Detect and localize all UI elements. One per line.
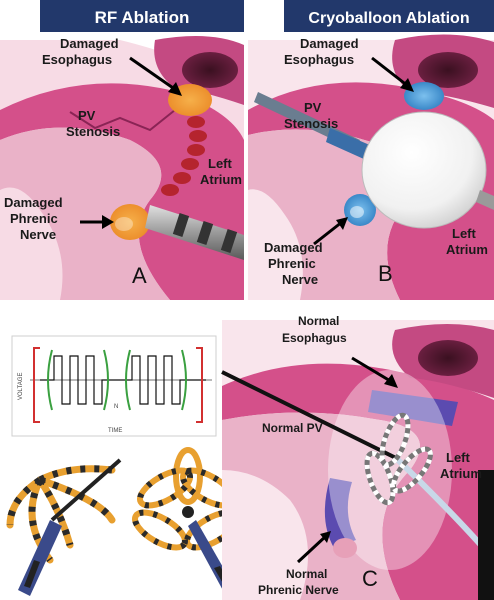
packet-bracket-4 xyxy=(181,349,187,411)
label-pv-a-2: Stenosis xyxy=(66,124,120,139)
flower-hub xyxy=(182,506,194,518)
esophagus-lumen-b xyxy=(418,52,478,88)
pulmonary-vein-lumen xyxy=(0,127,170,300)
esophagus-lumen-a xyxy=(182,52,238,88)
ablation-lesions xyxy=(161,116,207,196)
label-left-atrium-b-2: Atrium xyxy=(446,242,488,257)
label-damaged-esophagus-b-1: Damaged xyxy=(300,36,359,51)
pulmonary-vein-lumen-c xyxy=(222,412,420,600)
label-normal-pv: Normal PV xyxy=(262,421,323,435)
phrenic-nerve-c xyxy=(333,538,357,558)
train-bracket-right xyxy=(196,347,203,423)
panel-b-header: Cryoballoon Ablation xyxy=(308,10,469,27)
label-left-atrium-c-1: Left xyxy=(446,450,471,465)
label-pv-b-1: PV xyxy=(304,100,322,115)
label-phrenic-b-3: Nerve xyxy=(282,272,318,287)
panel-a-header: RF Ablation xyxy=(95,8,190,27)
label-left-atrium-a-1: Left xyxy=(208,156,233,171)
arrow-esophagus-a xyxy=(129,56,177,92)
panel-a-letter: A xyxy=(132,263,147,288)
panel-c-letter: C xyxy=(362,566,378,591)
atrial-wall-c xyxy=(222,363,494,600)
panel-c-edge xyxy=(478,470,494,600)
train-bracket-left xyxy=(33,347,40,423)
basket-shaft xyxy=(50,458,122,522)
phrenic-band xyxy=(324,478,356,548)
label-left-atrium-a-2: Atrium xyxy=(200,172,242,187)
label-damaged-esophagus-b-2: Esophagus xyxy=(284,52,354,67)
label-left-atrium-c-2: Atrium xyxy=(440,466,482,481)
label-damaged-esophagus-a-1: Damaged xyxy=(60,36,119,51)
pfa-catheter xyxy=(221,370,397,460)
stenosis-wall xyxy=(69,109,176,132)
arrow-esophagus-b xyxy=(371,56,409,88)
label-phrenic-b-1: Damaged xyxy=(264,240,323,255)
panel-a-header-bg xyxy=(40,0,244,32)
rf-catheter xyxy=(145,205,244,260)
phrenic-lesion-a xyxy=(110,204,150,240)
packet-bracket-3 xyxy=(125,349,131,411)
waveform-xlabel: TIME xyxy=(108,428,122,434)
atrial-wall xyxy=(0,83,244,300)
label-normal-esophagus-1: Normal xyxy=(298,314,339,328)
label-pv-b-2: Stenosis xyxy=(284,116,338,131)
esophagus-band xyxy=(368,390,458,426)
label-pv-a-1: PV xyxy=(78,108,96,123)
waveform-marker: N xyxy=(114,404,118,410)
panel-b-letter: B xyxy=(378,261,393,286)
esophagus-lesion-b xyxy=(404,82,444,110)
packet-bracket-1 xyxy=(47,349,53,411)
cryoballoon xyxy=(361,111,487,229)
basket-catheter-photo xyxy=(6,458,122,596)
waveform-ylabel: VOLTAGE xyxy=(18,373,24,400)
arrow-phrenic-c xyxy=(296,534,328,564)
esophagus-lumen-c xyxy=(418,340,478,376)
label-normal-phrenic-2: Phrenic Nerve xyxy=(258,583,339,597)
arrow-phrenic-b xyxy=(313,220,343,246)
label-normal-phrenic-1: Normal xyxy=(286,567,327,581)
label-phrenic-a-3: Nerve xyxy=(20,227,56,242)
biphasic-pulse-train xyxy=(40,355,206,405)
label-normal-esophagus-2: Esophagus xyxy=(282,331,347,345)
waveform-inset: VOLTAGE TIME N xyxy=(11,335,217,437)
label-phrenic-a-1: Damaged xyxy=(4,195,63,210)
label-damaged-esophagus-a-2: Esophagus xyxy=(42,52,112,67)
panel-b-header-bg xyxy=(284,0,494,32)
arrow-esophagus-c xyxy=(351,356,393,384)
packet-bracket-2 xyxy=(103,349,109,411)
label-phrenic-a-2: Phrenic xyxy=(10,211,58,226)
label-left-atrium-b-1: Left xyxy=(452,226,477,241)
label-phrenic-b-2: Phrenic xyxy=(268,256,316,271)
